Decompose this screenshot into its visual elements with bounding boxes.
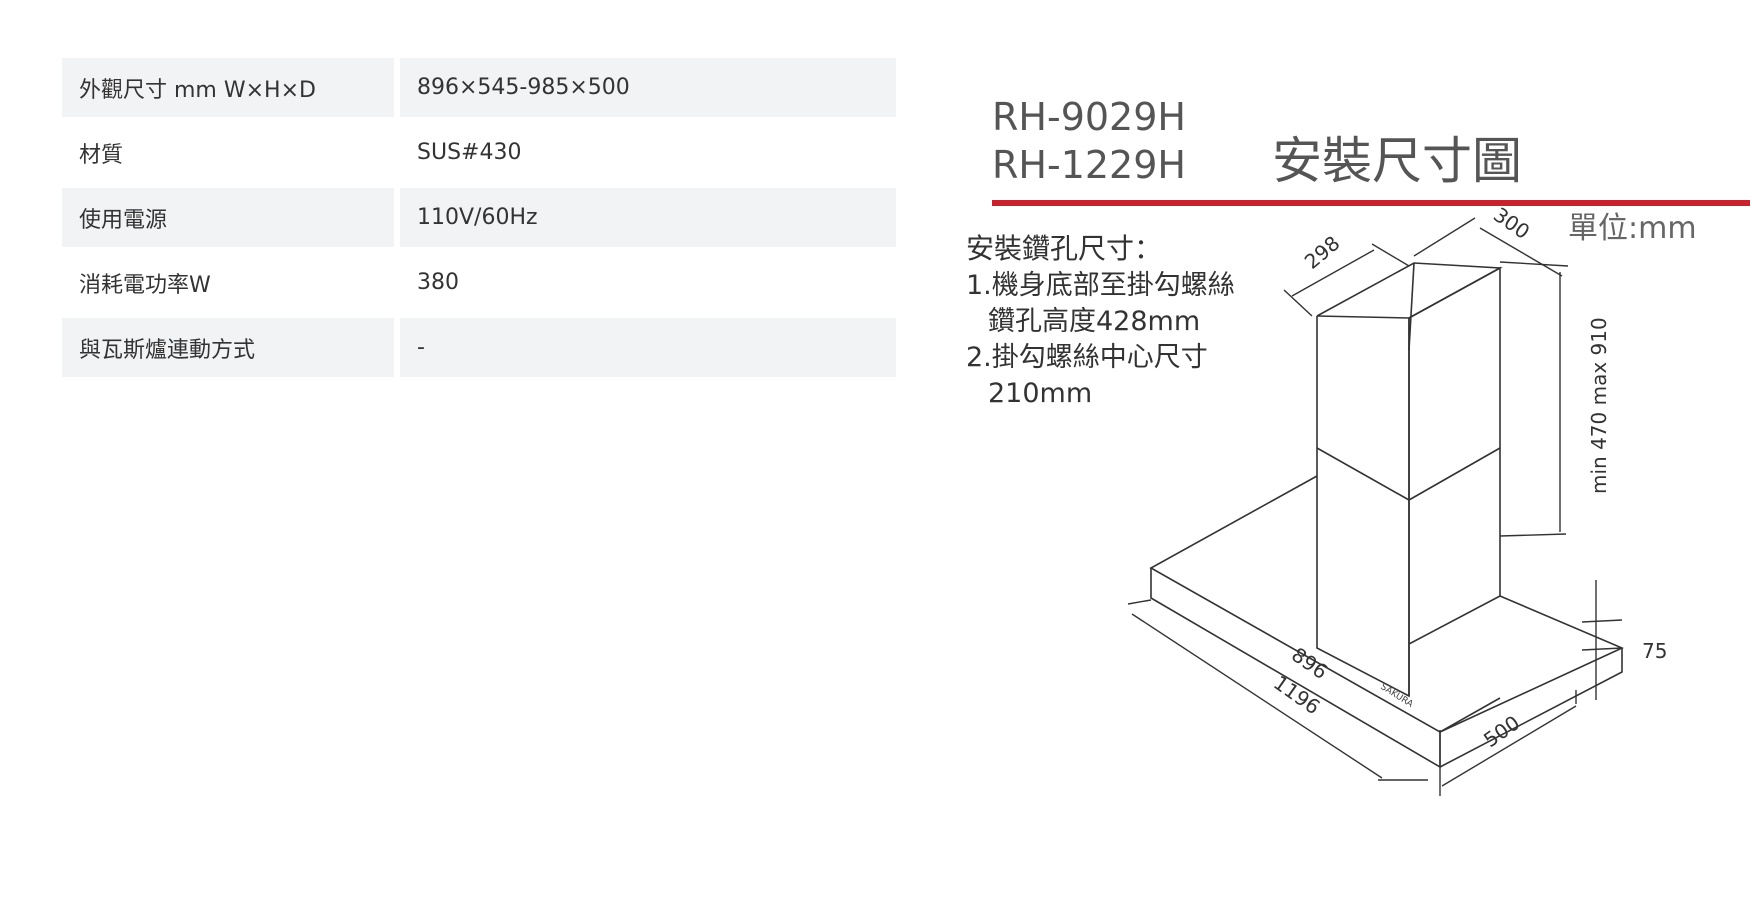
install-note-2b: 210mm (988, 378, 1092, 409)
spec-label: 與瓦斯爐連動方式 (62, 318, 394, 377)
spec-value: 380 (400, 253, 896, 312)
spec-value: SUS#430 (400, 123, 896, 182)
dimension-height: min 470 max 910 (1587, 317, 1611, 494)
spec-row-size: 外觀尺寸 mm W×H×D 896×545-985×500 (62, 58, 896, 117)
title-underline (992, 200, 1750, 206)
spec-table: 外觀尺寸 mm W×H×D 896×545-985×500 材質 SUS#430… (62, 58, 896, 383)
model-number-2: RH-1229H (992, 143, 1186, 187)
model-number-1: RH-9029H (992, 95, 1186, 139)
dimension-75: 75 (1642, 639, 1667, 663)
spec-row-power-consumption: 消耗電功率W 380 (62, 253, 896, 312)
spec-label: 材質 (62, 123, 394, 182)
spec-label: 消耗電功率W (62, 253, 394, 312)
spec-label: 使用電源 (62, 188, 394, 247)
spec-value: - (400, 318, 896, 377)
install-note-heading: 安裝鑽孔尺寸： (966, 232, 1162, 265)
spec-value: 896×545-985×500 (400, 58, 896, 117)
spec-row-power-supply: 使用電源 110V/60Hz (62, 188, 896, 247)
install-note-2a: 2.掛勾螺絲中心尺寸 (966, 342, 1208, 373)
unit-label: 單位:mm (1568, 211, 1697, 246)
dimension-500: 500 (1479, 711, 1524, 753)
dimension-298: 298 (1300, 231, 1345, 274)
drawing-title: 安裝尺寸圖 (1272, 132, 1522, 190)
spec-label: 外觀尺寸 mm W×H×D (62, 58, 394, 117)
spec-row-gas-linkage: 與瓦斯爐連動方式 - (62, 318, 896, 377)
installation-dimension-drawing: RH-9029H RH-1229H 安裝尺寸圖 單位:mm 安裝鑽孔尺寸： 1.… (966, 95, 1750, 796)
dimension-lines (1127, 217, 1623, 796)
spec-row-material: 材質 SUS#430 (62, 123, 896, 182)
install-note-1b: 鑽孔高度428mm (988, 306, 1200, 337)
spec-value: 110V/60Hz (400, 188, 896, 247)
install-note-1a: 1.機身底部至掛勾螺絲 (966, 270, 1235, 301)
